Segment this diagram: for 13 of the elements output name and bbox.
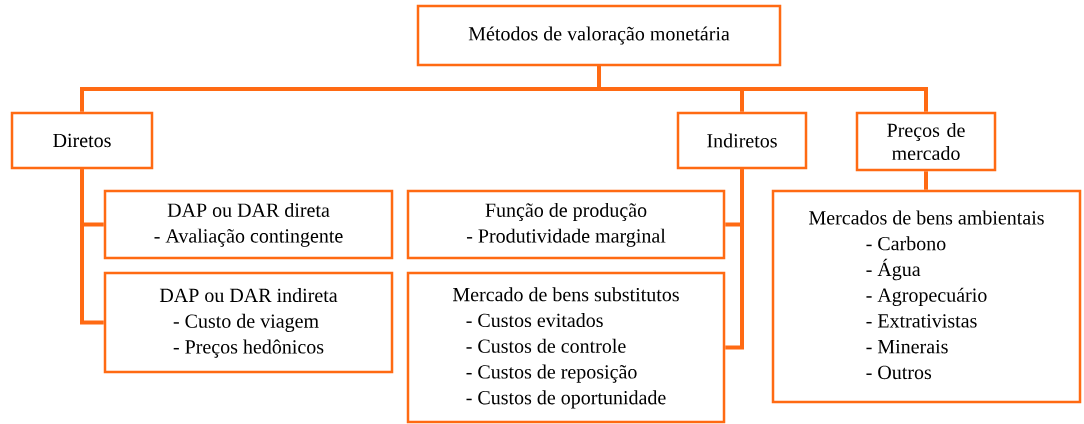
connector-line (80, 169, 104, 325)
category-box: Mercado de bens substitutos - Custos evitados - Custos de controle - Custos de reposição - Custos de oportunidade (406, 271, 726, 424)
category-box: Indiretos (676, 111, 808, 170)
category-box: Função de produção - Produtividade marginal (406, 189, 726, 260)
category-box: Preços de mercado (855, 111, 997, 172)
connector-line (924, 171, 928, 190)
category-box: DAP ou DAR indireta - Custo de viagem - Preços hedônicos (103, 271, 394, 374)
connector-line (725, 169, 744, 350)
category-box: DAP ou DAR direta - Avaliação contingente (103, 189, 394, 260)
category-box: Diretos (10, 111, 154, 170)
category-box: Mercados de bens ambientais - Carbono - Água - Agropecuário - Extrativistas - Minerais - Outros (771, 189, 1082, 404)
connector-line (597, 66, 928, 112)
category-box: Métodos de valoração monetária (416, 4, 782, 67)
